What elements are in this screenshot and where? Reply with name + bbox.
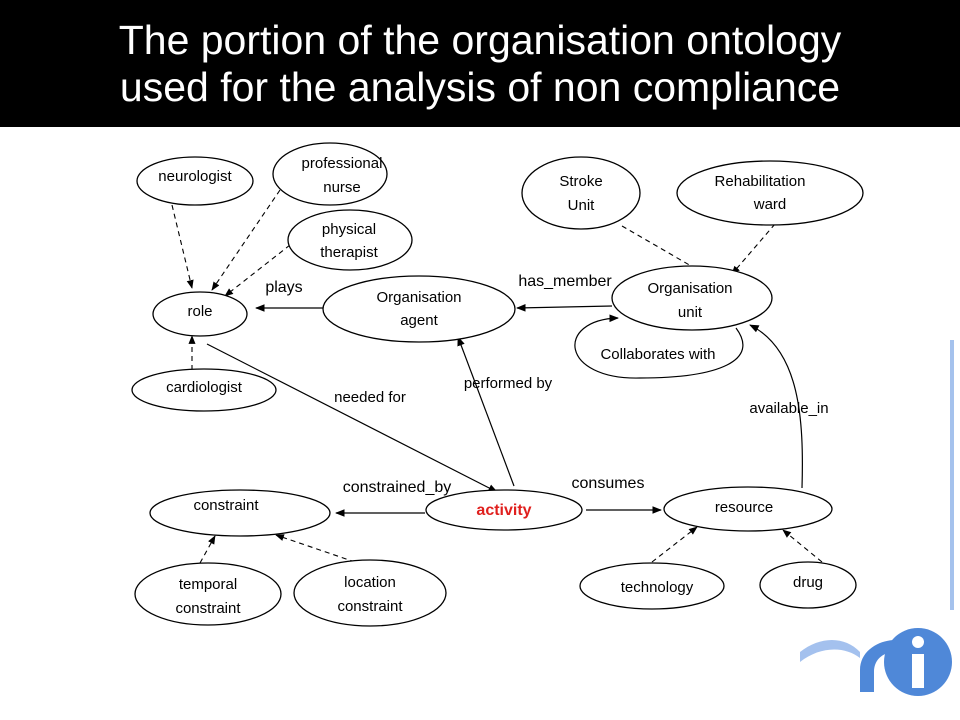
node-technology — [579, 562, 725, 610]
edge-collaborates-with — [574, 314, 744, 379]
edge-stroke-unit-org-unit — [621, 225, 706, 275]
edge-needed-for — [206, 343, 498, 493]
label-organisation-unit-1: Organisation — [647, 280, 732, 297]
node-cardiologist — [131, 368, 277, 412]
edge-therapist-role — [224, 244, 291, 297]
node-professional-nurse — [272, 142, 388, 206]
label-temporal-constraint-2: constraint — [175, 600, 241, 617]
node-physical-therapist — [287, 209, 413, 271]
label-professional-nurse-1: professional — [302, 155, 383, 172]
label-neurologist: neurologist — [158, 168, 232, 185]
label-organisation-unit-2: unit — [678, 304, 703, 321]
edge-nurse-role — [211, 189, 281, 291]
label-constraint: constraint — [193, 497, 259, 514]
label-organisation-agent-2: agent — [400, 312, 438, 329]
node-temporal-constraint — [134, 562, 282, 626]
node-role — [152, 291, 248, 337]
edge-rehab-ward-org-unit — [731, 223, 776, 275]
edge-label-constrained-by: constrained_by — [343, 479, 452, 496]
label-stroke-unit-2: Unit — [568, 197, 596, 214]
edge-location-constraint — [275, 534, 356, 563]
label-activity: activity — [476, 502, 531, 519]
label-drug: drug — [793, 574, 823, 591]
edge-label-performed-by: performed by — [464, 375, 553, 392]
label-technology: technology — [621, 579, 694, 596]
label-cardiologist: cardiologist — [166, 379, 243, 396]
edge-label-plays: plays — [265, 279, 302, 296]
edge-available-in — [749, 324, 803, 489]
label-temporal-constraint-1: temporal — [179, 576, 237, 593]
title-line-2: used for the analysis of non compliance — [119, 63, 841, 110]
edge-temporal-constraint — [199, 535, 216, 564]
edge-performed-by — [457, 336, 515, 487]
label-location-constraint-2: constraint — [337, 598, 403, 615]
edge-technology-resource — [651, 526, 698, 563]
node-resource — [663, 486, 833, 532]
label-physical-therapist-1: physical — [322, 221, 376, 238]
edge-label-consumes: consumes — [572, 475, 645, 492]
logo — [800, 340, 954, 696]
node-neurologist — [136, 156, 254, 206]
node-drug — [759, 561, 857, 609]
node-organisation-unit — [611, 265, 773, 331]
edge-neurologist-role — [171, 204, 194, 289]
edge-label-collaborates-with: Collaborates with — [600, 346, 715, 363]
node-organisation-agent — [322, 275, 516, 343]
label-resource: resource — [715, 499, 773, 516]
label-rehabilitation-ward-2: ward — [753, 196, 787, 213]
label-organisation-agent-1: Organisation — [376, 289, 461, 306]
label-rehabilitation-ward-1: Rehabilitation — [715, 173, 806, 190]
label-location-constraint-1: location — [344, 574, 396, 591]
node-rehabilitation-ward — [676, 160, 864, 226]
label-professional-nurse-2: nurse — [323, 179, 361, 196]
label-stroke-unit-1: Stroke — [559, 173, 602, 190]
label-role: role — [187, 303, 212, 320]
edge-label-available-in: available_in — [749, 400, 828, 417]
node-activity — [425, 489, 583, 531]
title-bar: The portion of the organisation ontology… — [0, 0, 960, 127]
edge-has-member — [516, 303, 613, 312]
node-stroke-unit — [521, 156, 641, 230]
title-line-1: The portion of the organisation ontology — [118, 16, 842, 63]
edge-label-has-member: has_member — [518, 273, 612, 290]
node-constraint — [149, 489, 331, 537]
node-location-constraint — [293, 559, 447, 627]
label-physical-therapist-2: therapist — [320, 244, 378, 261]
edge-label-needed-for: needed for — [334, 389, 406, 406]
